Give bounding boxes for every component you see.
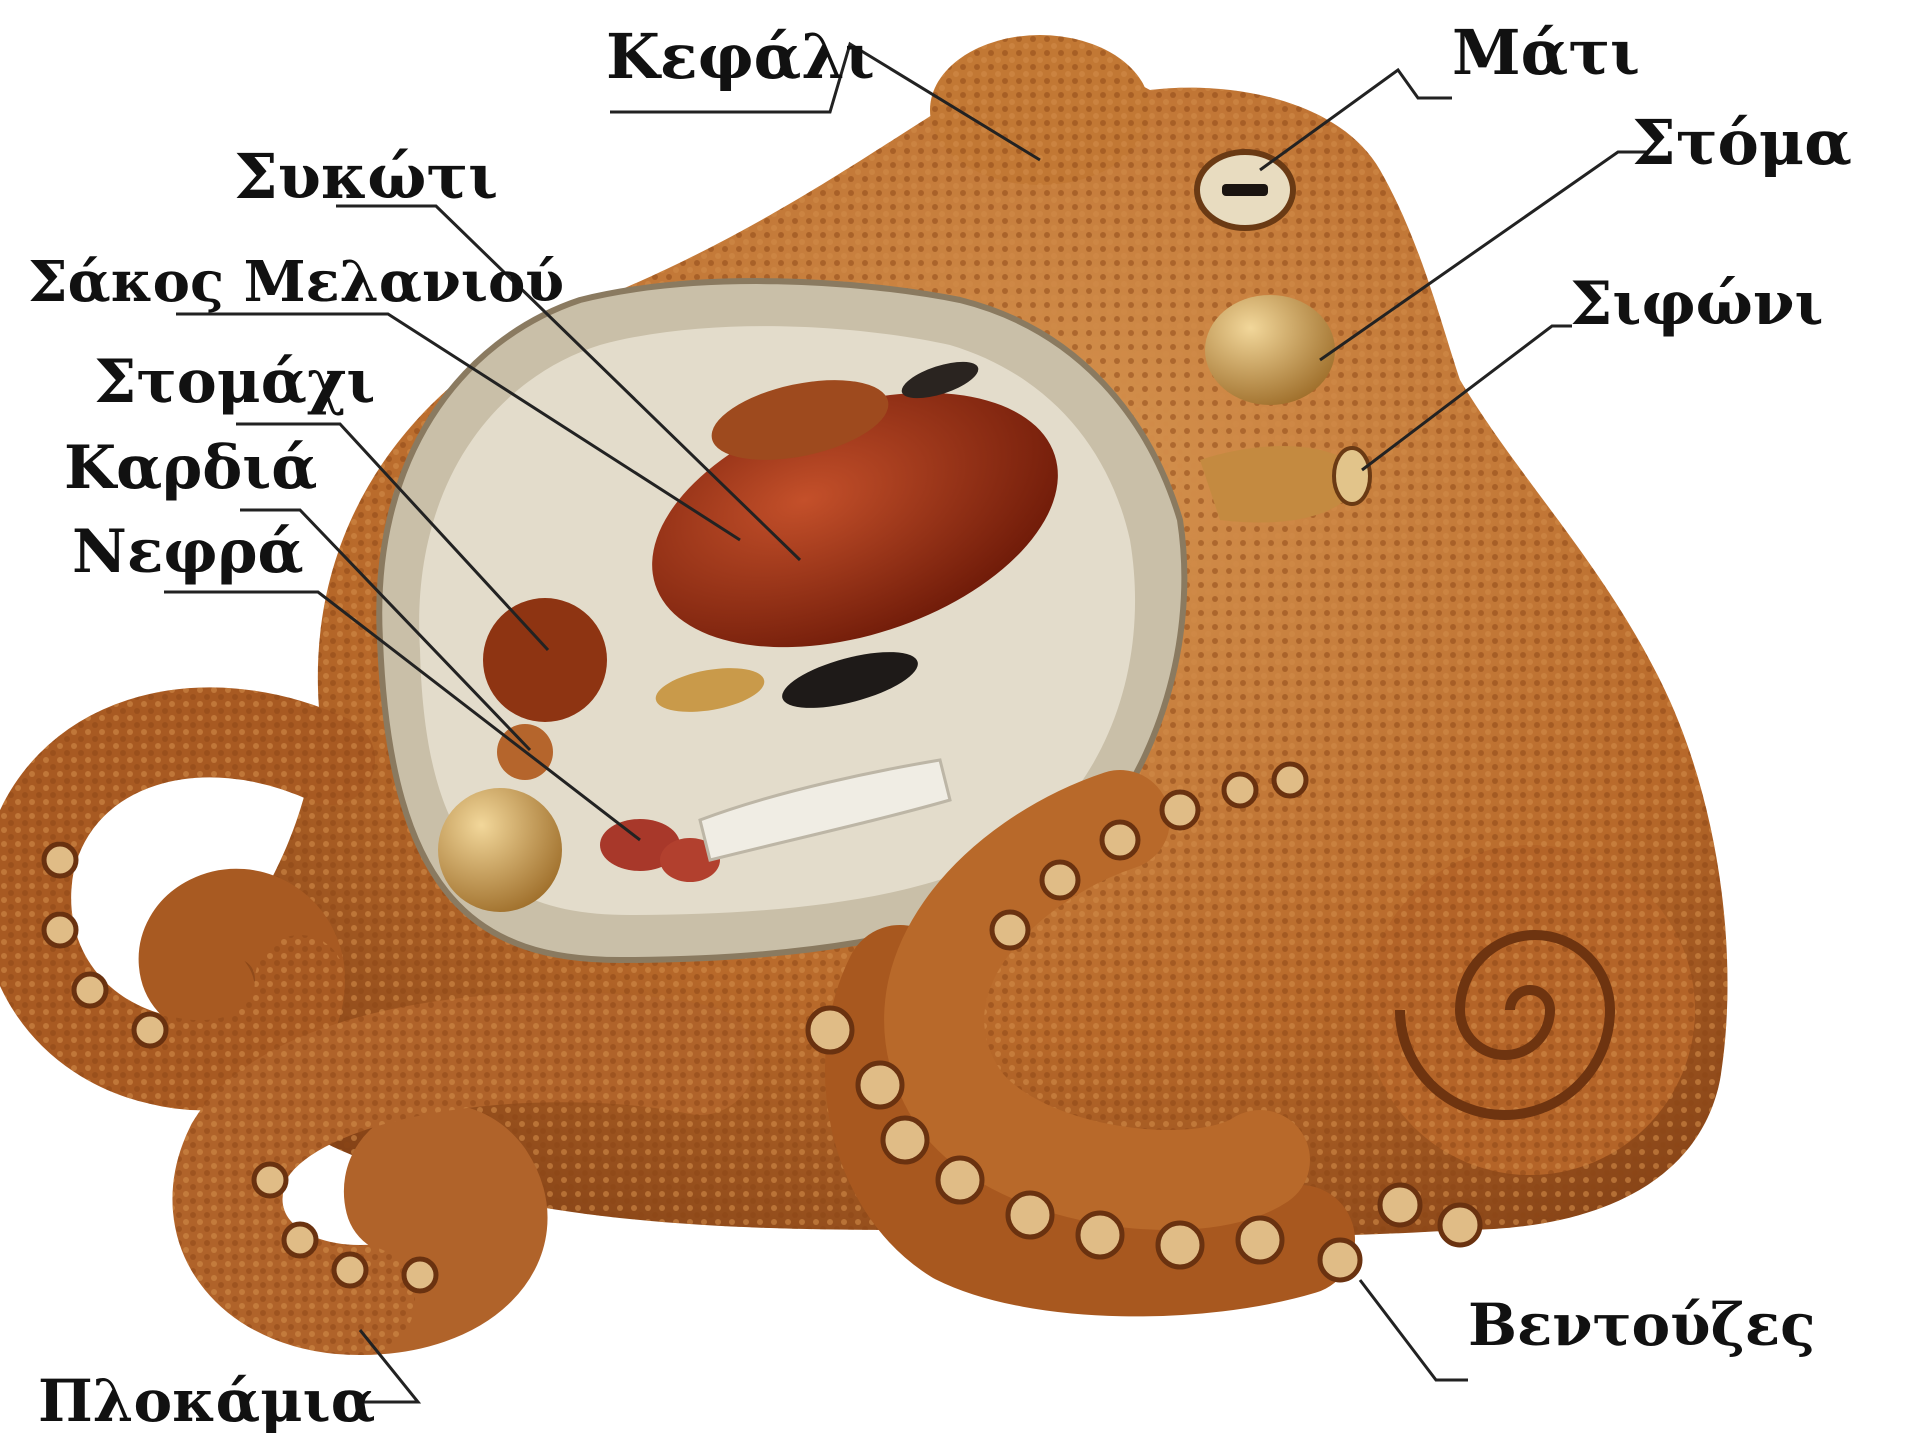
label-heart: Καρδιά (64, 438, 317, 498)
label-liver: Συκώτι (234, 146, 498, 208)
label-siphon: Σιφώνι (1570, 274, 1824, 334)
label-tentacles: Πλοκάμια (38, 1372, 375, 1430)
tentacle-left (26, 732, 330, 1065)
label-mouth: Στόμα (1632, 112, 1852, 174)
label-ink-sac: Σάκος Μελανιού (28, 254, 564, 310)
eye-region (1197, 152, 1293, 228)
label-suckers: Βεντούζες (1468, 1296, 1815, 1354)
label-kidneys: Νεφρά (72, 522, 304, 582)
label-eye: Μάτι (1452, 22, 1640, 84)
leader-suckers (1360, 1280, 1468, 1380)
tentacle-spiral (1365, 845, 1695, 1175)
label-head: Κεφάλι (606, 26, 875, 88)
label-stomach: Στομάχι (94, 352, 375, 412)
mouth-region (1205, 295, 1335, 405)
